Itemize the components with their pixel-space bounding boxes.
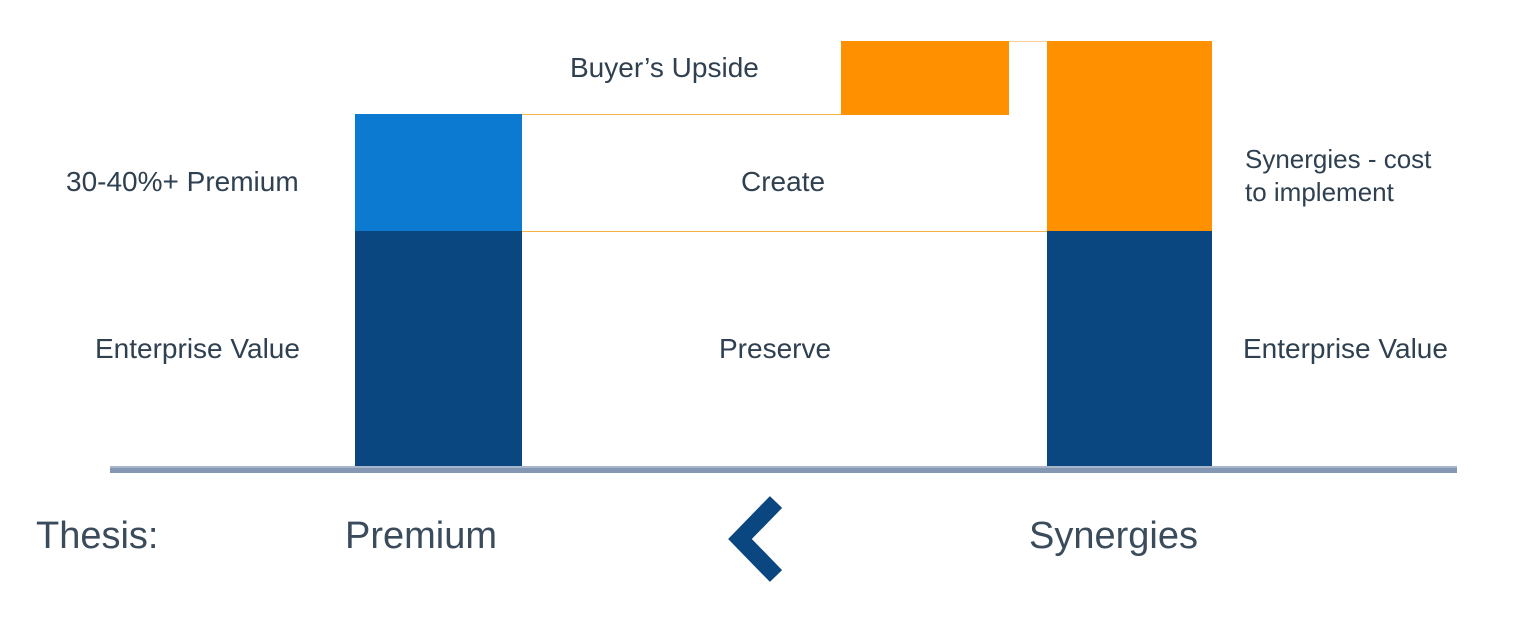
label-preserve: Preserve [719,333,832,364]
label-enterprise-value-left: Enterprise Value [95,333,300,364]
bar-synergies-enterprise-value [1047,231,1212,466]
thesis-left-term: Premium [345,515,498,557]
connector-line-upside-top [1009,41,1047,42]
thesis-label: Thesis: [36,515,159,557]
label-create: Create [741,166,826,197]
baseline-axis-highlight [110,466,1457,468]
bar-premium-premium [355,114,522,231]
label-synergies-cost-to-implement: Synergies - cost to implement [1245,144,1432,208]
bar-synergies-cost [1047,41,1212,231]
label-buyers-upside: Buyer’s Upside [570,52,759,83]
bar-buyers-upside [841,41,1009,115]
less-than-chevron-icon [716,496,788,582]
connector-line-premium-top [522,114,841,115]
label-premium-percent: 30-40%+ Premium [66,166,299,197]
thesis-right-term: Synergies [1029,515,1198,557]
bar-premium-enterprise-value [355,231,522,466]
label-enterprise-value-right: Enterprise Value [1243,333,1448,364]
baseline-axis [110,466,1457,473]
connector-line-ev-top [522,231,1047,232]
